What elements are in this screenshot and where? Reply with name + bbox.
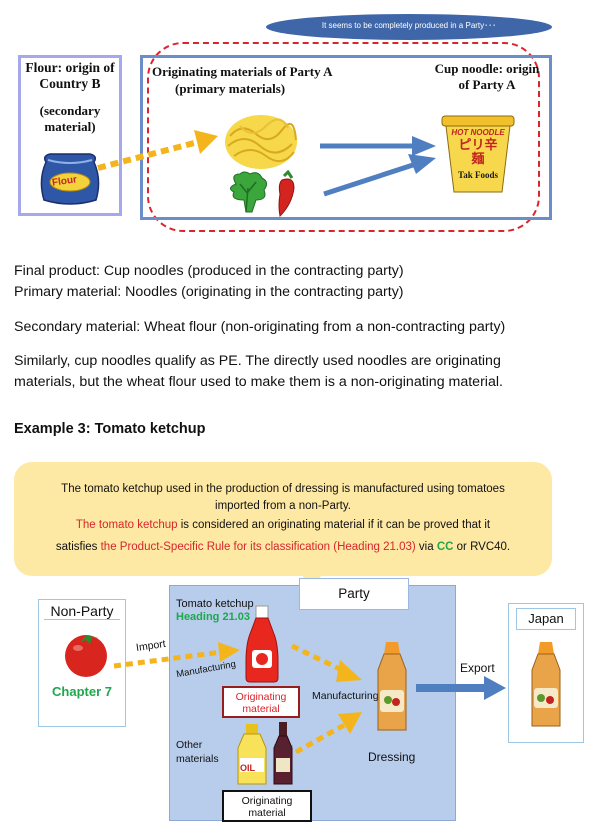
note-line-3-c: is considered an originating material if…: [177, 519, 491, 531]
balsamic-text: Balsamico: [274, 743, 293, 748]
primary-materials-label: (primary materials): [175, 81, 286, 96]
non-party-label: Non-Party: [44, 603, 120, 620]
export-arrow: [416, 676, 506, 700]
cup-noodle-icon: [441, 115, 515, 193]
party-box: [169, 585, 456, 821]
country-b-box: [18, 55, 122, 216]
note-line-4-c: via: [415, 541, 437, 553]
materials-to-cup-arrows: [320, 136, 436, 197]
flour-bag-icon: [40, 153, 100, 205]
cup-text-jp2: 麺: [471, 151, 485, 166]
note-line-3-a: The: [75, 519, 99, 531]
secondary-material-label: (secondary material): [39, 103, 101, 134]
heading-label: Heading 21.03: [176, 611, 250, 623]
note-line-3: The tomato ketchup is considered an orig…: [20, 516, 546, 535]
diagram-cup-noodle: It seems to be completely produced in a …: [0, 0, 611, 240]
originating-material-box-2: Originating material: [222, 790, 312, 822]
party-label: Party: [299, 578, 409, 610]
tomato-icon: [65, 635, 107, 677]
example-heading: Example 3: Tomato ketchup: [14, 421, 206, 437]
cup-text-top: HOT NOODLE: [451, 128, 505, 137]
party-dashed-outline: [147, 42, 540, 232]
chapter-label: Chapter 7: [52, 684, 112, 699]
note-line-4-d: CC: [436, 541, 454, 553]
text-line-similarly: Similarly, cup noodles qualify as PE. Th…: [14, 353, 501, 369]
green-vegetable-icon: [230, 171, 268, 213]
note-line-4: satisfies the Product-Specific Rule for …: [20, 538, 546, 557]
japan-dressing-bottle-icon: [531, 642, 561, 727]
party-a-box: [140, 55, 552, 220]
text-line-primary-material: Primary material: Noodles (originating i…: [14, 284, 404, 300]
oil-text: OIL: [240, 763, 255, 773]
export-label: Export: [460, 661, 495, 675]
flour-origin-label: Flour: origin of Country B: [25, 60, 115, 91]
chili-pepper-icon: [278, 170, 295, 218]
balsamic-bottle-icon: [273, 722, 293, 785]
speech-callout: It seems to be completely produced in a …: [266, 14, 552, 40]
flour-to-noodle-arrow: [97, 130, 218, 171]
other-materials-label: Other materials: [176, 739, 219, 765]
note-box: [14, 462, 552, 576]
oil-bottle-icon: [237, 724, 267, 785]
originating-materials-label: Originating materials of Party A: [152, 64, 333, 79]
dressing-bottle-icon: [377, 642, 407, 731]
originating-material-box-1: Originating material: [222, 686, 300, 718]
cup-noodle-label: Cup noodle: origin of Party A: [434, 61, 540, 92]
to-dressing-arrows: [290, 643, 362, 755]
note-line-2: imported from a non-Party.: [215, 500, 351, 512]
cup-brand: Tak Foods: [458, 170, 498, 180]
japan-label: Japan: [516, 608, 576, 630]
manufacturing-label-2: Manufacturing: [312, 690, 379, 702]
noodles-icon: [225, 115, 297, 169]
text-line-materials: materials, but the wheat flour used to m…: [14, 374, 503, 390]
ketchup-bottle-icon: [245, 605, 279, 683]
import-arrow: [113, 642, 240, 669]
text-line-secondary-material: Secondary material: Wheat flour (non-ori…: [14, 319, 506, 335]
cup-text-jp1: ピリ辛: [458, 137, 498, 152]
note-line-4-b: the Product-Specific Rule for its classi…: [100, 541, 416, 553]
text-line-final-product: Final product: Cup noodles (produced in …: [14, 263, 404, 279]
note-line-1: The tomato ketchup used in the productio…: [61, 483, 505, 495]
ketchup-label: Tomato ketchup: [176, 598, 254, 610]
dressing-label: Dressing: [368, 750, 416, 764]
note-line-4-e: or RVC40.: [453, 541, 511, 553]
note-line-4-a: satisfies: [55, 541, 101, 553]
note-line-3-b: tomato ketchup: [98, 519, 178, 531]
